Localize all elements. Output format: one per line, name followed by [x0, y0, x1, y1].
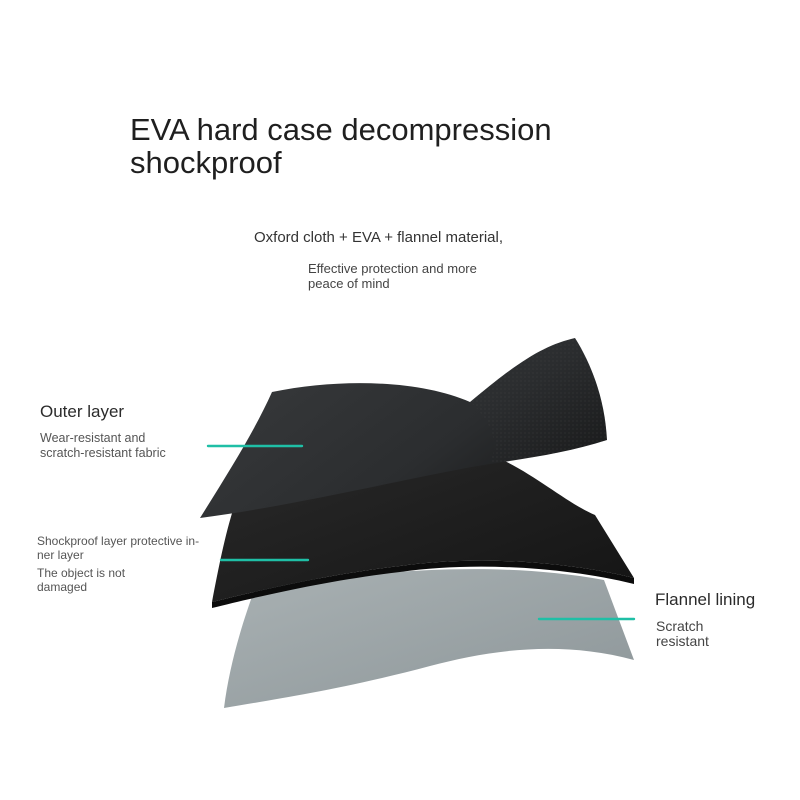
outer-layer-title: Outer layer [40, 402, 125, 421]
outer-layer-description: Wear-resistant and scratch-resistant fab… [40, 431, 210, 461]
flannel-desc-line-2: resistant [656, 633, 709, 649]
shockproof-note-line-2: damaged [37, 580, 88, 594]
shockproof-note-line-1: The object is not [37, 566, 126, 580]
title-line-1: EVA hard case decompression [130, 112, 552, 147]
shockproof-layer-description: Shockproof layer protective in- ner laye… [37, 534, 227, 562]
tagline-line-1: Effective protection and more [308, 261, 477, 276]
flannel-lining-title: Flannel lining [655, 590, 756, 609]
shockproof-desc-line-2: ner layer [37, 548, 84, 562]
outer-layer-desc-line-2: scratch-resistant fabric [40, 446, 166, 460]
tagline: Effective protection and more peace of m… [308, 261, 538, 291]
flannel-lining-layer [224, 569, 634, 708]
page-title: EVA hard case decompression shockproof [130, 113, 610, 179]
flannel-lining-description: Scratch resistant [656, 619, 756, 649]
flannel-desc-line-1: Scratch [656, 618, 704, 634]
shockproof-desc-line-1: Shockproof layer protective in- [37, 534, 200, 548]
shockproof-layer-note: The object is not damaged [37, 566, 167, 594]
material-subtitle: Oxford cloth + EVA + flannel material, [254, 229, 504, 246]
title-line-2: shockproof [130, 145, 282, 180]
leader-lines [206, 444, 636, 621]
outer-layer-desc-line-1: Wear-resistant and [40, 431, 146, 445]
tagline-line-2: peace of mind [308, 276, 390, 291]
